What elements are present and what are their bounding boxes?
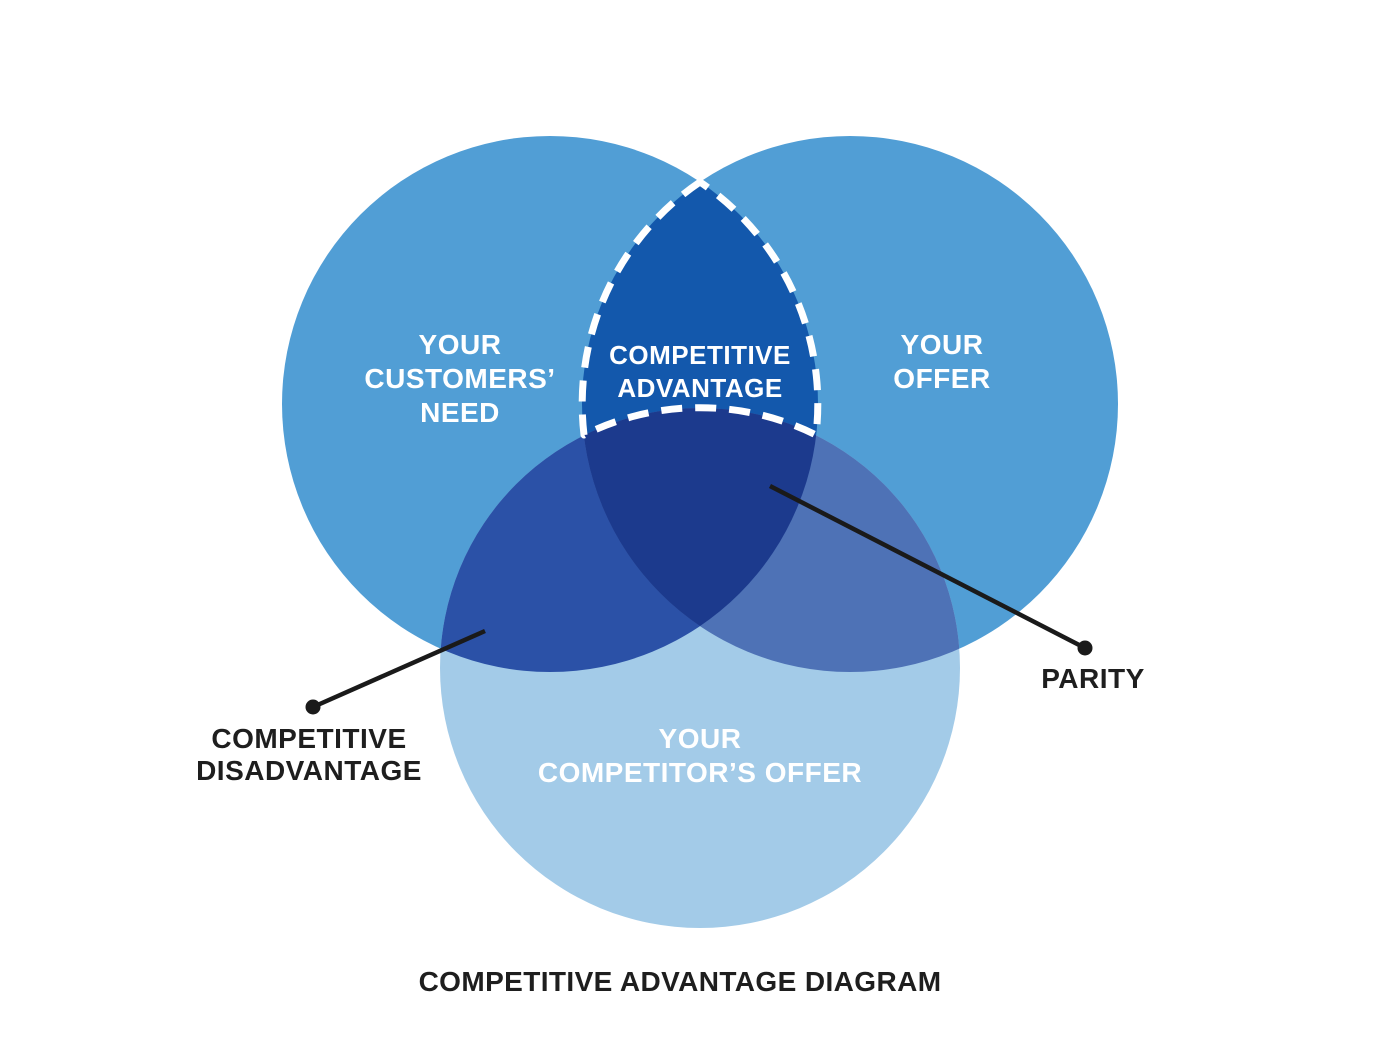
bottom-circle-label-line2: COMPETITOR’S OFFER (538, 757, 862, 788)
disadvantage-pointer (305, 628, 486, 715)
disadvantage-pointer-line (312, 628, 486, 710)
right-circle-label-line1: YOUR (901, 329, 984, 360)
disadvantage-label: COMPETITIVE DISADVANTAGE (196, 723, 422, 786)
advantage-dashed-outline (578, 178, 822, 439)
parity-label: PARITY (1041, 663, 1145, 694)
right-circle-label-line2: OFFER (893, 363, 990, 394)
left-circle-label-line2: CUSTOMERS’ (364, 363, 555, 394)
disadvantage-pointer-dot (305, 699, 321, 715)
parity-pointer-dot (1077, 640, 1093, 656)
left-circle-label-line1: YOUR (419, 329, 502, 360)
left-circle-label: YOUR CUSTOMERS’ NEED (364, 329, 555, 428)
center-region-label: COMPETITIVE ADVANTAGE (609, 340, 791, 403)
diagram-title: COMPETITIVE ADVANTAGE DIAGRAM (419, 966, 942, 997)
bottom-circle-label: YOUR COMPETITOR’S OFFER (538, 723, 862, 788)
venn-circles (282, 136, 1118, 928)
disadvantage-label-line2: DISADVANTAGE (196, 755, 422, 786)
center-region-label-line2: ADVANTAGE (617, 373, 782, 403)
parity-pointer (768, 483, 1093, 656)
bottom-circle-label-line1: YOUR (659, 723, 742, 754)
parity-pointer-line (768, 483, 1087, 651)
left-circle-label-line3: NEED (420, 397, 500, 428)
center-region-label-line1: COMPETITIVE (609, 340, 791, 370)
disadvantage-label-line1: COMPETITIVE (211, 723, 406, 754)
right-circle-label: YOUR OFFER (893, 329, 990, 394)
